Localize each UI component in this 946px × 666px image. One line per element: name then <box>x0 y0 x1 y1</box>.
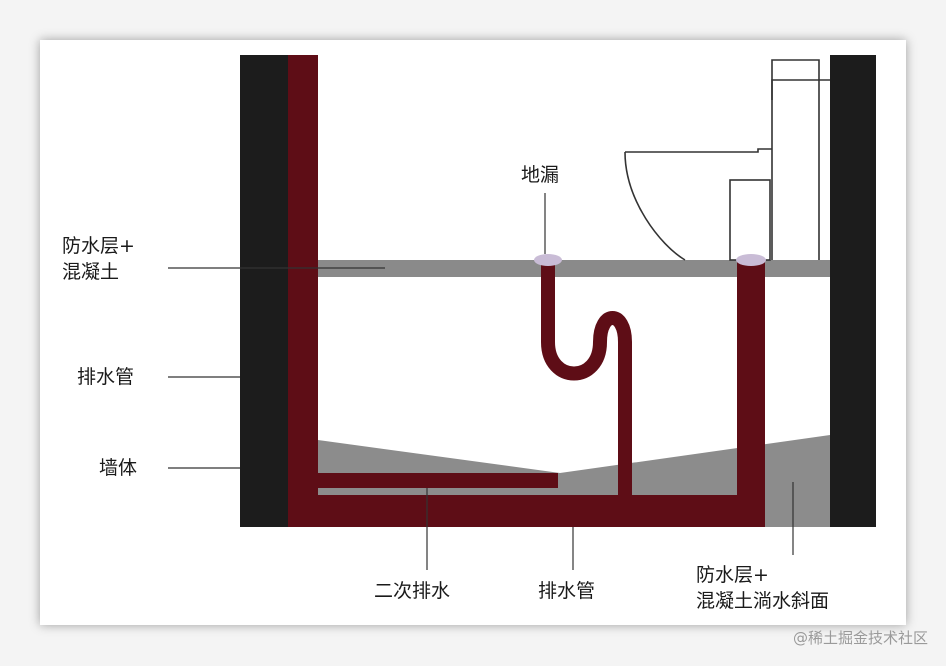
label-waterproof-slope: 防水层+ 混凝土淌水斜面 <box>696 562 829 614</box>
label-drain-pipe-left: 排水管 <box>77 366 135 388</box>
label-waterproof-concrete-line2: 混凝土 <box>62 261 120 283</box>
label-secondary-drainage: 二次排水 <box>374 580 451 602</box>
label-waterproof-concrete-line1: 防水层+ <box>62 235 135 257</box>
bathroom-drainage-diagram <box>168 55 876 570</box>
label-waterproof-slope-line2: 混凝土淌水斜面 <box>696 590 830 612</box>
label-waterproof-concrete: 防水层+ 混凝土 <box>62 233 135 285</box>
floor-drain-trap <box>541 262 632 495</box>
label-drain-pipe-bottom: 排水管 <box>538 580 596 602</box>
label-floor-drain: 地漏 <box>521 164 560 186</box>
toilet-drain-cap <box>736 254 766 266</box>
label-wall: 墙体 <box>99 457 138 479</box>
right-wall <box>830 55 876 527</box>
left-wall <box>240 55 288 527</box>
secondary-drain-pipe <box>318 473 558 488</box>
floor-drain-cap <box>534 254 562 266</box>
label-waterproof-slope-line1: 防水层+ <box>696 564 769 586</box>
drain-pipe-right <box>737 262 765 527</box>
watermark: @稀土掘金技术社区 <box>792 629 928 647</box>
drain-pipe-main <box>288 55 765 527</box>
toilet-outline <box>624 59 830 261</box>
diagram-frame: 地漏 防水层+ 混凝土 排水管 墙体 二次排水 排水管 防水层+ 混凝土淌水斜面 <box>40 40 906 625</box>
floor-slab <box>318 260 830 277</box>
